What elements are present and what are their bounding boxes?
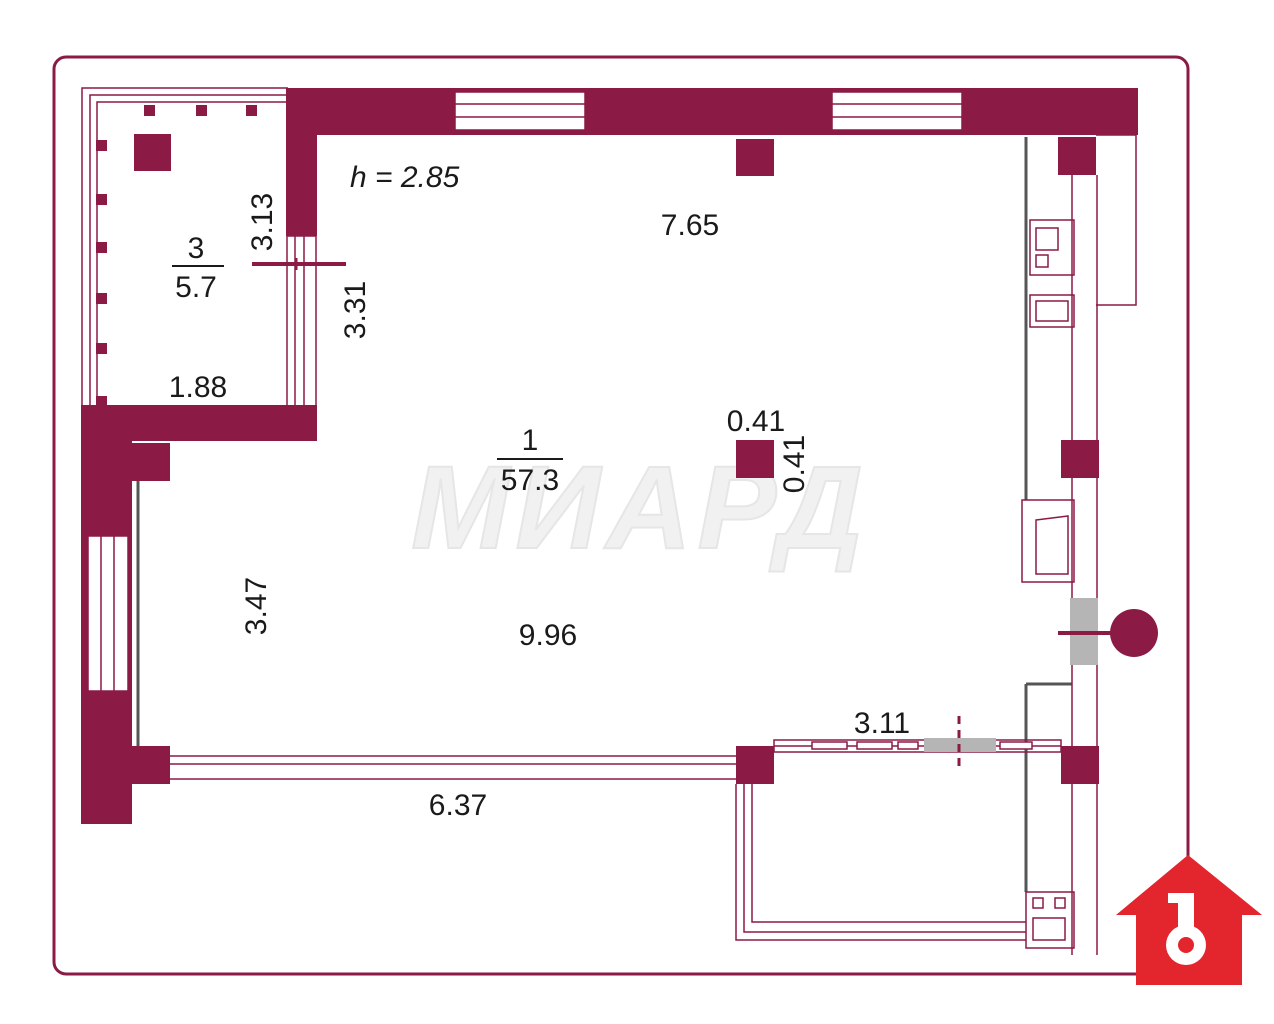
dim-left-height: 3.47 (240, 577, 273, 635)
dim-column-width: 0.41 (727, 405, 785, 438)
dim-balcony-depth: 3.13 (246, 193, 279, 251)
left-window (87, 535, 129, 692)
partitions (136, 137, 1072, 892)
room-1-area: 57.3 (501, 464, 559, 497)
dim-lower-wall: 6.37 (429, 789, 487, 822)
top-windows (454, 91, 963, 131)
dim-opening-height: 3.31 (339, 281, 372, 339)
ceiling-height-label: h = 2.85 (350, 161, 460, 194)
lower-balcony (735, 739, 1062, 941)
dim-balcony-width: 1.88 (169, 371, 227, 404)
stove-fixture (1029, 219, 1075, 276)
door-marker-balcony (252, 258, 346, 270)
balcony-column (134, 134, 171, 171)
washer-fixture (1025, 891, 1075, 949)
columns (132, 137, 1099, 784)
balcony-frame (81, 87, 288, 408)
dim-right-segment: 3.11 (854, 707, 910, 740)
bath-fixture (1021, 499, 1075, 583)
dim-bottom-width: 9.96 (519, 619, 577, 652)
entrance-indicator-icon (1110, 609, 1158, 657)
room-1-number: 1 (522, 424, 539, 457)
plan-outline (52, 55, 1190, 976)
balcony-posts (96, 105, 257, 407)
lower-wall (170, 755, 736, 780)
watermark: МИАРД (411, 442, 869, 574)
dim-column-depth: 0.41 (778, 435, 811, 493)
right-wall-outline (1071, 134, 1137, 955)
house-key-icon (1116, 855, 1262, 985)
room-3-number: 3 (188, 232, 205, 265)
sink-fixture (1029, 294, 1075, 328)
balcony-doorway (286, 235, 317, 407)
room-3-area: 5.7 (175, 271, 217, 304)
dim-top-width: 7.65 (661, 209, 719, 242)
